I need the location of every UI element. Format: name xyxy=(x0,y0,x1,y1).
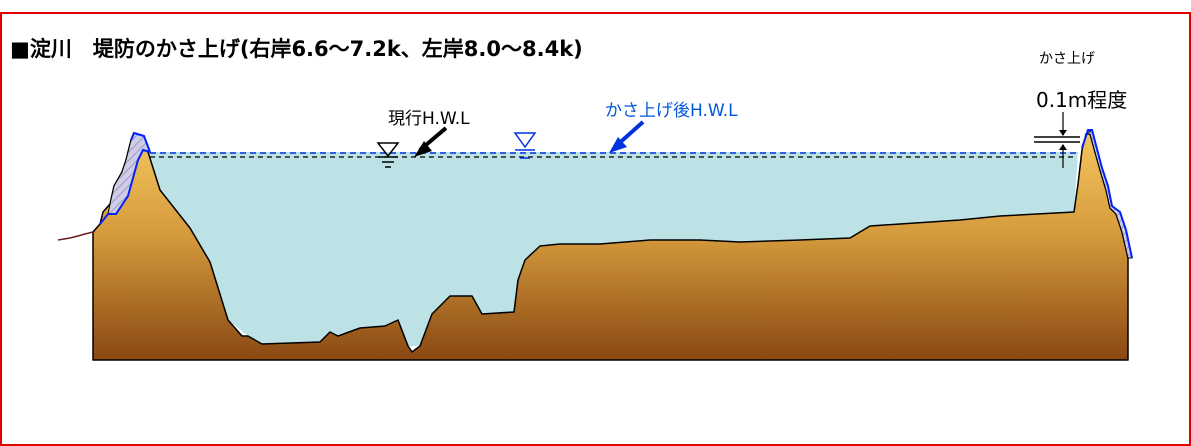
right-levee-raise-edge xyxy=(1081,129,1133,259)
left-levee-raise-edge xyxy=(99,148,151,225)
dimension-arrows xyxy=(1034,112,1080,168)
current-hwl-label: 現行H.W.L xyxy=(388,109,470,129)
left-terrain-tick xyxy=(57,231,94,241)
left-levee-top xyxy=(130,131,151,153)
diagram-frame xyxy=(0,12,1191,446)
river-water xyxy=(148,152,1078,346)
water-level-triangle-current xyxy=(376,142,400,168)
raise-amount-label: 0.1m程度 xyxy=(1036,88,1128,112)
raised-hwl-label: かさ上げ後H.W.L xyxy=(605,101,738,121)
raise-heading-label: かさ上げ xyxy=(1039,51,1095,67)
water-level-triangle-raised xyxy=(513,132,537,159)
diagram-title: ■淀川 堤防のかさ上げ(右岸6.6～7.2k、左岸8.0～8.4k) xyxy=(10,37,583,61)
arrow-raised xyxy=(609,120,645,153)
arrow-current xyxy=(414,126,448,157)
